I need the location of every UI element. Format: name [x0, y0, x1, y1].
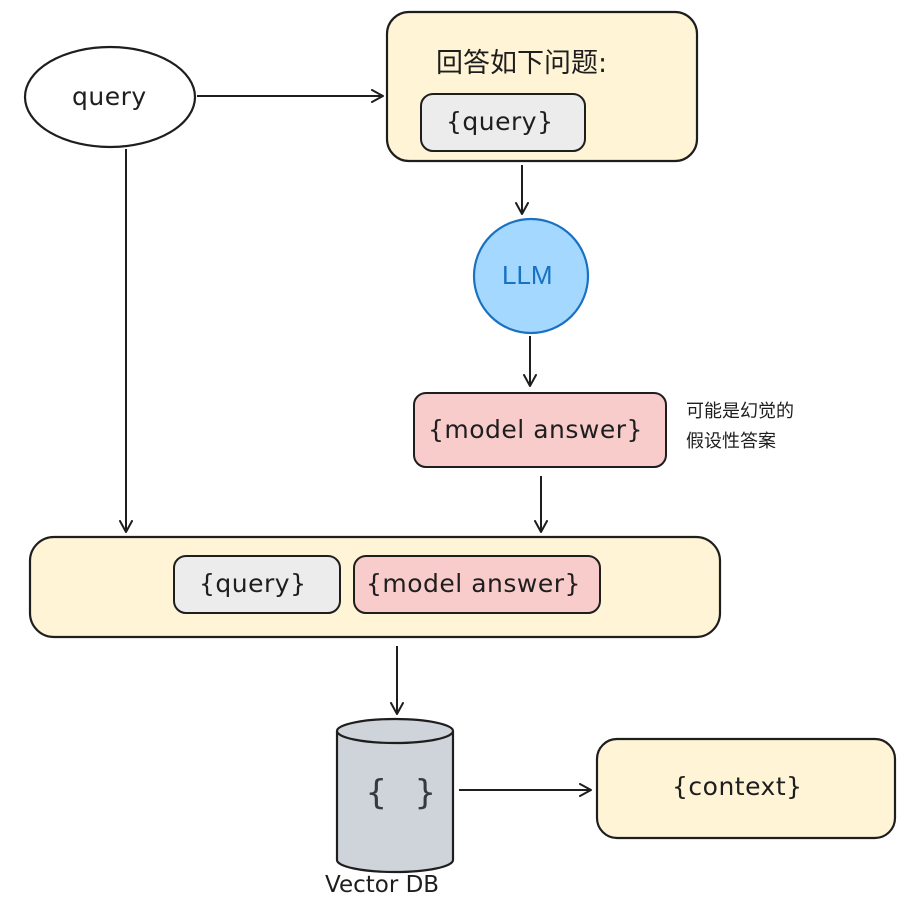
model-answer-label: {model answer} — [428, 415, 643, 444]
combined-query-label: {query} — [199, 569, 307, 598]
prompt-query-chip-shape — [420, 93, 586, 152]
prompt-box-title: 回答如下问题: — [436, 48, 608, 79]
llm-node-shape — [472, 217, 590, 335]
llm-node-label: LLM — [502, 260, 553, 290]
context-box-label: {context} — [672, 772, 803, 801]
hallucination-note-line1: 可能是幻觉的 — [686, 401, 794, 422]
model-answer-box-shape — [413, 392, 667, 468]
combined-answer-chip-shape — [353, 555, 601, 614]
vector-db-label: Vector DB — [325, 872, 440, 898]
prompt-query-placeholder: {query} — [446, 107, 554, 136]
context-box-shape — [595, 737, 897, 840]
query-node-shape — [23, 45, 197, 149]
vector-db-icon — [335, 717, 455, 874]
query-node-label: query — [72, 82, 147, 111]
hallucination-note-line2: 假设性答案 — [686, 431, 776, 452]
vector-db-braces: { } — [366, 773, 440, 813]
combined-query-chip-shape — [173, 555, 341, 614]
combined-model-answer-label: {model answer} — [366, 569, 581, 598]
